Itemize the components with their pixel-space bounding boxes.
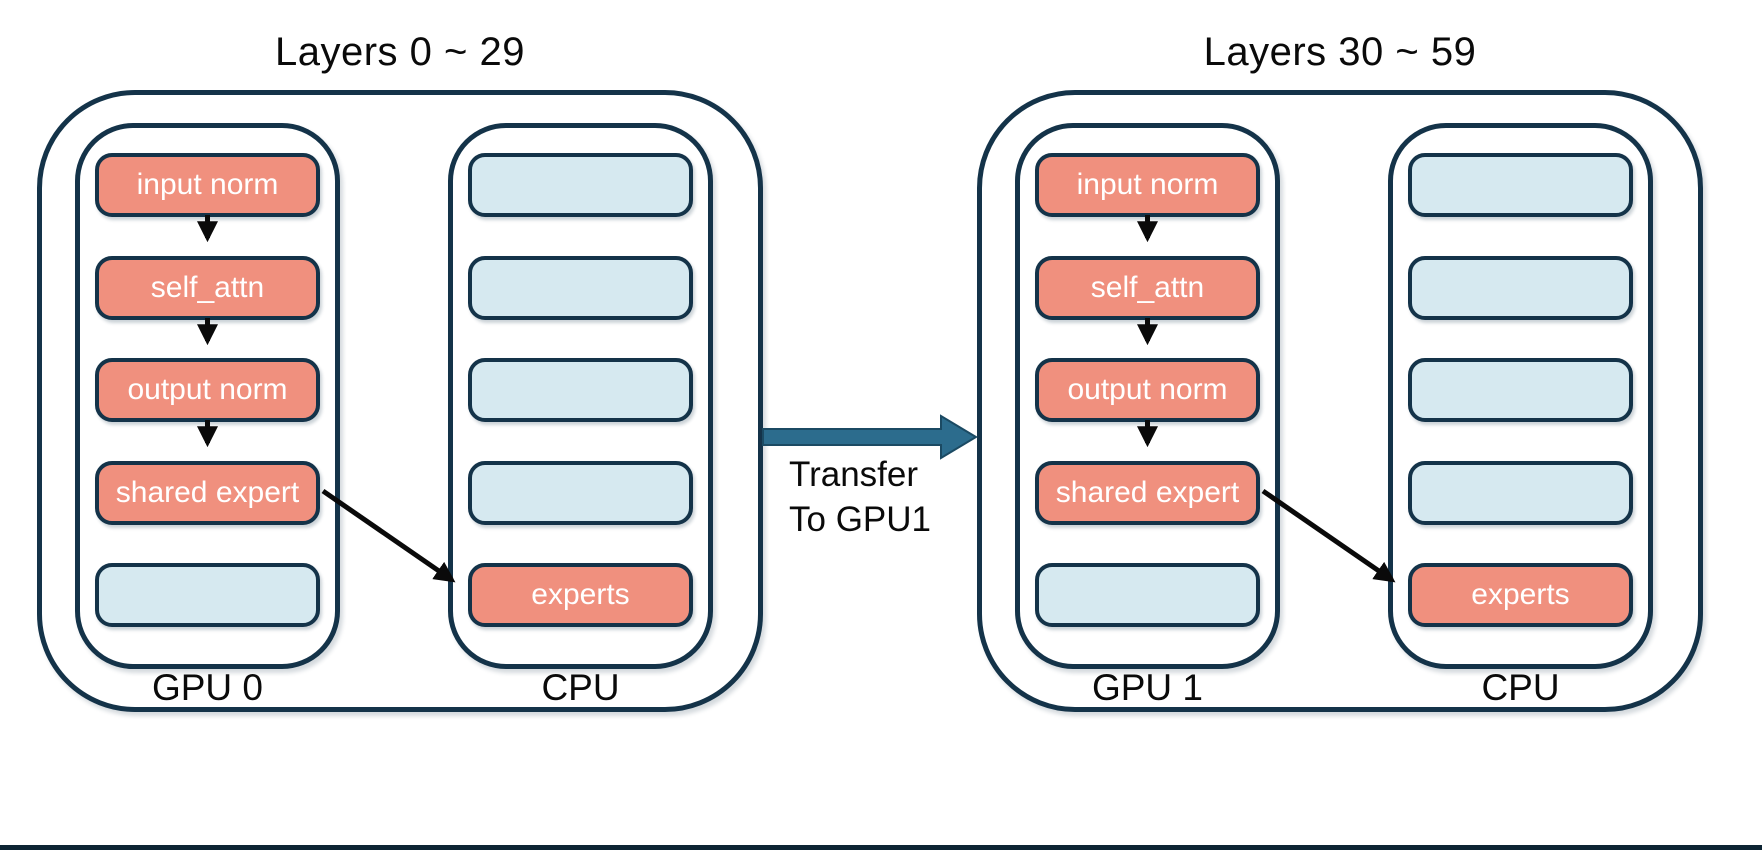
shared-expert-box: shared expert bbox=[95, 461, 320, 525]
gpu0-label: GPU 0 bbox=[151, 667, 264, 708]
group-layers-30-59: input norm self_attn output norm shared … bbox=[977, 90, 1703, 712]
empty-slot-box bbox=[1408, 153, 1633, 217]
self-attn-box: self_attn bbox=[95, 256, 320, 320]
cpu-column-group1: experts bbox=[448, 123, 713, 669]
empty-slot-box bbox=[95, 563, 320, 627]
empty-slot-box bbox=[468, 358, 693, 422]
experts-box: experts bbox=[1408, 563, 1633, 627]
cpu-column-group2: experts bbox=[1388, 123, 1653, 669]
empty-slot-box bbox=[468, 461, 693, 525]
group2-title: Layers 30 ~ 59 bbox=[1203, 30, 1477, 74]
cpu-label-group2: CPU bbox=[1481, 667, 1560, 708]
cpu-label-group1: CPU bbox=[541, 667, 620, 708]
transfer-label-line2: To GPU1 bbox=[789, 500, 931, 539]
shared-expert-box: shared expert bbox=[1035, 461, 1260, 525]
group-layers-0-29: input norm self_attn output norm shared … bbox=[37, 90, 763, 712]
output-norm-box: output norm bbox=[1035, 358, 1260, 422]
output-norm-box: output norm bbox=[95, 358, 320, 422]
gpu0-column: input norm self_attn output norm shared … bbox=[75, 123, 340, 669]
self-attn-box: self_attn bbox=[1035, 256, 1260, 320]
transfer-label-line1: Transfer bbox=[789, 455, 919, 494]
empty-slot-box bbox=[1035, 563, 1260, 627]
empty-slot-box bbox=[1408, 461, 1633, 525]
group1-title: Layers 0 ~ 29 bbox=[275, 30, 525, 74]
empty-slot-box bbox=[1408, 256, 1633, 320]
empty-slot-box bbox=[468, 256, 693, 320]
bottom-edge-bar bbox=[0, 845, 1762, 850]
transfer-label: Transfer To GPU1 bbox=[789, 452, 931, 542]
empty-slot-box bbox=[1408, 358, 1633, 422]
gpu1-label: GPU 1 bbox=[1091, 667, 1204, 708]
input-norm-box: input norm bbox=[95, 153, 320, 217]
experts-box: experts bbox=[468, 563, 693, 627]
empty-slot-box bbox=[468, 153, 693, 217]
input-norm-box: input norm bbox=[1035, 153, 1260, 217]
gpu1-column: input norm self_attn output norm shared … bbox=[1015, 123, 1280, 669]
